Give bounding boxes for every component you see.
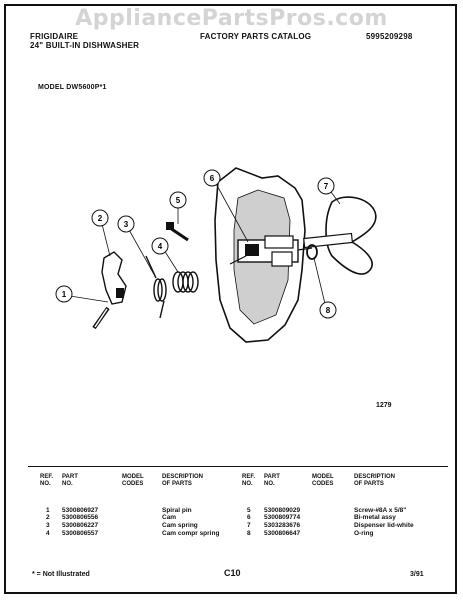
callout-3: 3: [117, 215, 135, 233]
callout-2: 2: [91, 209, 109, 227]
exploded-parts-diagram: 1 2 3 4 5 6 7 8: [55, 167, 377, 343]
revision-date: 3/91: [410, 571, 424, 578]
svg-text:8: 8: [326, 306, 331, 315]
part-no: 5300806647: [264, 530, 301, 537]
part-no: 5300806556: [62, 514, 99, 521]
part-desc: Bi-metal assy: [354, 514, 396, 521]
ref-no: 5: [247, 507, 251, 514]
ref-no: 8: [247, 530, 251, 537]
part-desc: Cam spring: [162, 522, 198, 529]
svg-text:3: 3: [124, 220, 129, 229]
ref-no: 2: [46, 514, 50, 521]
ref-no: 4: [46, 530, 50, 537]
brand-label: FRIGIDAIRE: [30, 32, 79, 41]
ref-no: 3: [46, 522, 50, 529]
callout-6: 6: [203, 169, 221, 187]
part-no: 5300809774: [264, 514, 301, 521]
part-no: 5303283676: [264, 522, 301, 529]
svg-text:4: 4: [158, 242, 163, 251]
svg-text:7: 7: [324, 182, 329, 191]
svg-text:1: 1: [62, 290, 67, 299]
part-desc: Dispenser lid-white: [354, 522, 414, 529]
svg-text:5: 5: [176, 196, 181, 205]
screw: [166, 222, 189, 242]
callout-5: 5: [169, 191, 187, 209]
svg-text:2: 2: [98, 214, 103, 223]
callout-7: 7: [317, 177, 335, 195]
page-frame: [4, 4, 457, 594]
ref-no: 7: [247, 522, 251, 529]
footnote: * = Not Illustrated: [32, 571, 90, 578]
catalog-title: FACTORY PARTS CATALOG: [200, 32, 312, 41]
part-no: 5300809029: [264, 507, 301, 514]
o-ring: [306, 244, 318, 260]
ref-no: 6: [247, 514, 251, 521]
callout-1: 1: [55, 285, 73, 303]
svg-text:6: 6: [210, 174, 215, 183]
table-top-rule: [28, 466, 448, 467]
bi-metal-assembly: [229, 235, 313, 267]
watermark: AppliancePartsPros.com: [75, 6, 388, 31]
part-no: 5300806557: [62, 530, 99, 537]
part-desc: Spiral pin: [162, 507, 192, 514]
model-label: MODEL DW5600P*1: [38, 84, 107, 91]
compression-spring: [172, 271, 199, 293]
figure-code: 1279: [376, 402, 392, 409]
callout-4: 4: [151, 237, 169, 255]
page-number: C10: [224, 568, 241, 578]
ref-no: 1: [46, 507, 50, 514]
part-no: 5300806227: [62, 522, 99, 529]
part-no: 5300806927: [62, 507, 99, 514]
callout-8: 8: [319, 301, 337, 319]
part-desc: Cam: [162, 514, 177, 521]
part-desc: O-ring: [354, 530, 374, 537]
catalog-number: 5995209298: [366, 32, 413, 41]
part-desc: Cam compr spring: [162, 530, 220, 537]
product-subtitle: 24" BUILT-IN DISHWASHER: [30, 41, 140, 50]
lid-shaft: [303, 232, 354, 249]
part-desc: Screw-#8A x 5/8": [354, 507, 407, 514]
